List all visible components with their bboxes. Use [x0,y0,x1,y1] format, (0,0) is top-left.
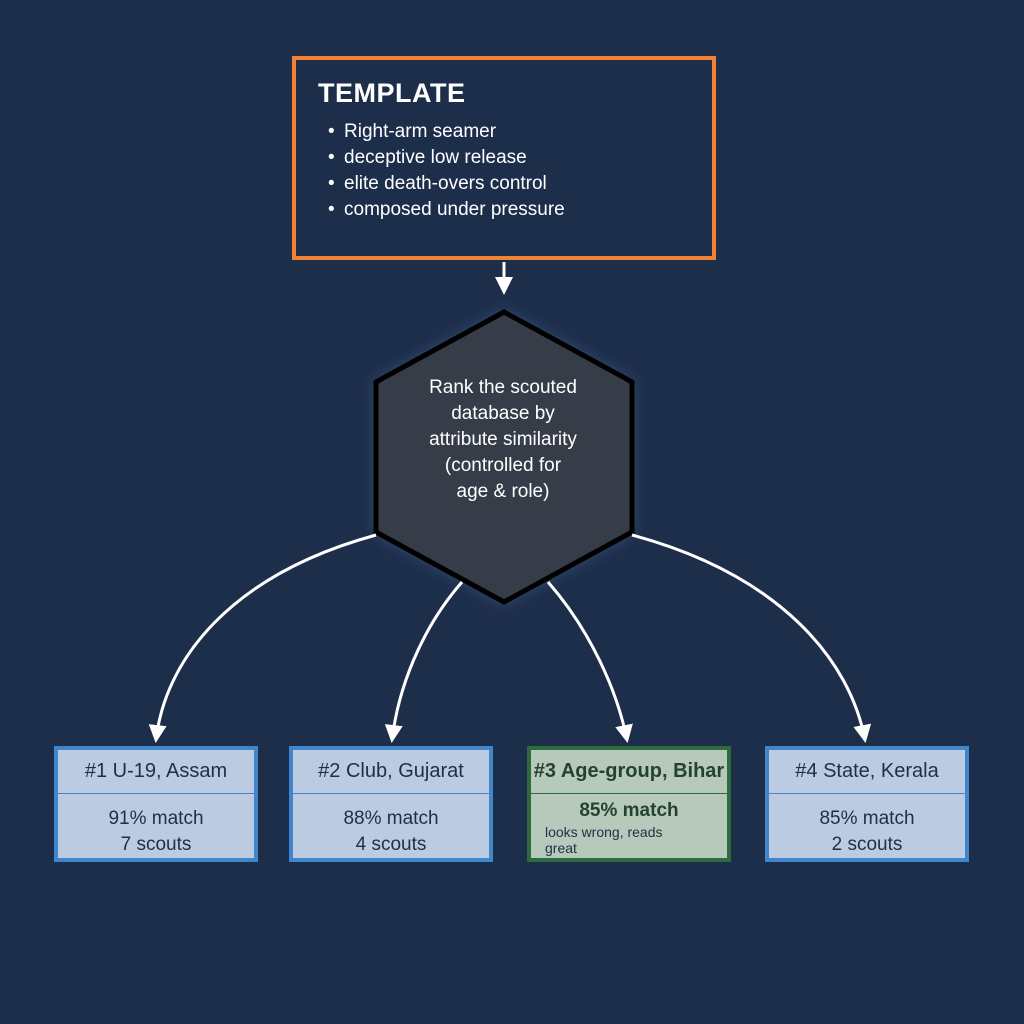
process-hexagon [373,309,635,605]
template-title: TEMPLATE [318,78,466,108]
result-card-title: #2 Club, Gujarat [293,750,489,794]
process-line: database by [451,403,555,424]
template-attribute: •composed under pressure [328,199,565,220]
result-card-2: #2 Club, Gujarat 88% match 4 scouts [289,746,493,862]
result-card-scouts: 2 scouts [831,834,903,855]
template-attribute: •Right-arm seamer [328,121,497,142]
template-attribute-list: •Right-arm seamer •deceptive low release… [318,119,690,223]
template-attribute: •elite death-overs control [328,173,547,194]
result-card-match: 85% match [819,808,915,829]
result-card-title: #4 State, Kerala [769,750,965,794]
result-card-1: #1 U-19, Assam 91% match 7 scouts [54,746,258,862]
result-card-3: #3 Age-group, Bihar 85% match looks wron… [527,746,731,862]
result-card-scouts: 4 scouts [355,834,427,855]
process-to-result-2-arrow [384,581,464,743]
process-to-result-1-arrow [148,533,377,743]
process-line: attribute similarity [429,429,577,450]
process-to-result-4-arrow [631,533,872,743]
process-line: age & role) [456,481,550,502]
result-card-4: #4 State, Kerala 85% match 2 scouts [765,746,969,862]
result-card-match: 85% match [579,800,679,821]
result-card-match: 91% match [108,808,204,829]
result-card-match: 88% match [343,808,439,829]
result-card-title: #1 U-19, Assam [58,750,254,794]
template-box: TEMPLATE •Right-arm seamer •deceptive lo… [292,56,716,260]
result-card-scouts: 7 scouts [120,834,192,855]
process-to-result-3-arrow [546,581,633,743]
process-line: (controlled for [444,455,562,476]
result-card-title: #3 Age-group, Bihar [531,750,727,794]
template-attribute: •deceptive low release [328,147,527,168]
process-text: Rank the scouted database by attribute s… [400,375,606,505]
process-line: Rank the scouted [429,377,577,398]
result-card-note: looks wrong, reads great [545,824,663,856]
